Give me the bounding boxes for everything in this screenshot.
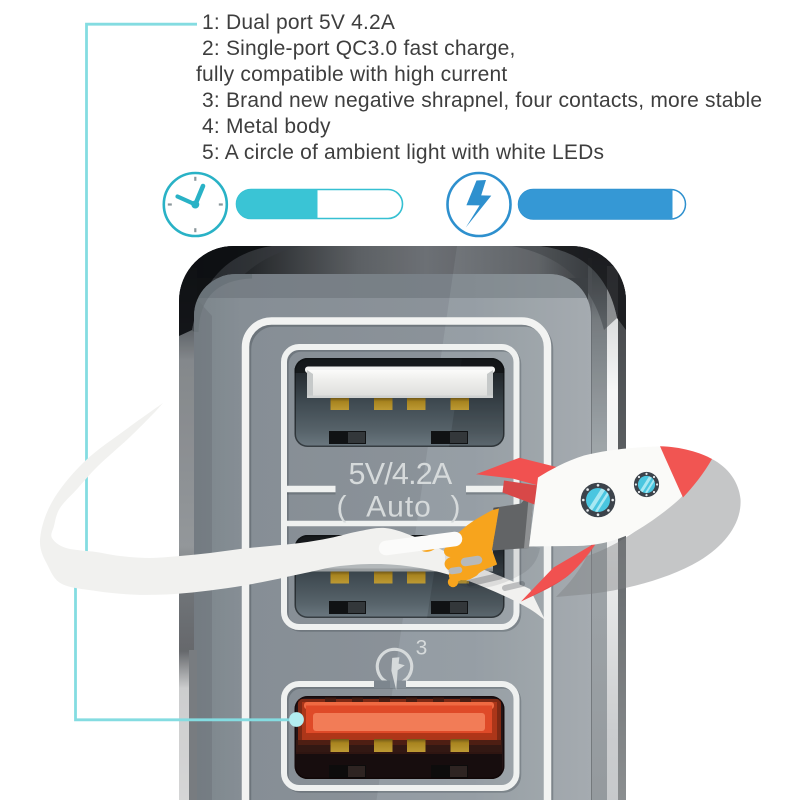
svg-text:fully compatible with high cur: fully compatible with high current [196,63,507,86]
svg-text:( Auto ): ( Auto ) [336,491,461,524]
svg-text:5V/4.2A: 5V/4.2A [349,457,453,491]
svg-text:5: A circle of ambient light w: 5: A circle of ambient light with white … [202,141,604,164]
svg-text:3: 3 [416,637,428,660]
svg-text:4: Metal body: 4: Metal body [202,115,331,138]
svg-text:3: Brand new negative shrapnel: 3: Brand new negative shrapnel, four con… [202,89,762,112]
svg-text:1: Dual port 5V 4.2A: 1: Dual port 5V 4.2A [202,11,395,34]
svg-text:2: Single-port QC3.0 fast char: 2: Single-port QC3.0 fast charge, [202,37,516,60]
